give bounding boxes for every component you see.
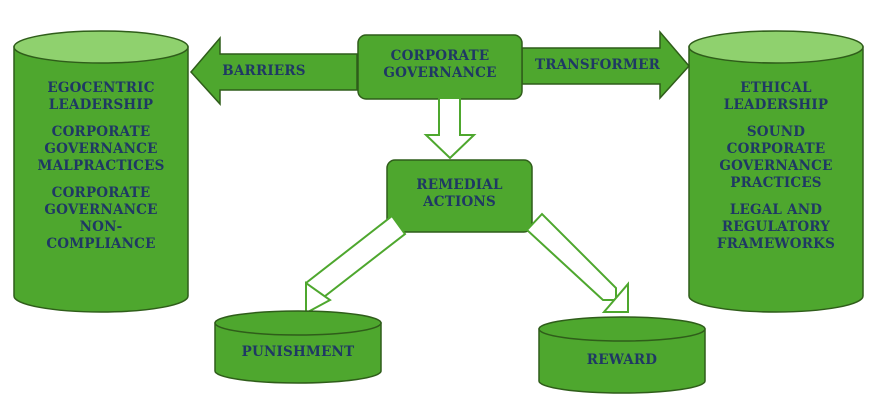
remedial-actions-box	[386, 159, 533, 233]
punishment-cylinder	[214, 310, 382, 384]
remedial-actions-label: REMEDIAL ACTIONS	[416, 177, 503, 210]
barriers-arrow	[190, 35, 358, 106]
ethical-leadership: ETHICAL	[740, 80, 812, 96]
left-cylinder	[13, 30, 189, 313]
left-cylinder-text: EGOCENTRIC LEADERSHIP CORPORATE GOVERNAN…	[14, 80, 188, 253]
cg-non-compliance: CORPORATE	[51, 185, 151, 201]
reward-arrow	[525, 212, 617, 301]
corporate-governance-label: CORPORATE GOVERNANCE	[383, 48, 497, 81]
cg-malpractices: CORPORATE	[51, 124, 151, 140]
punishment-arrow	[305, 214, 407, 301]
sound-cg-practices: SOUND	[746, 124, 806, 140]
barriers-label: BARRIERS	[222, 63, 306, 79]
punishment-arrow-head	[305, 281, 332, 315]
reward-cylinder	[538, 316, 706, 394]
down-arrow	[423, 97, 477, 160]
right-cylinder	[688, 30, 864, 313]
reward-label: REWARD	[586, 352, 658, 368]
legal-regulatory-frameworks: LEGAL AND	[729, 202, 823, 218]
reward-arrow-head	[601, 281, 629, 313]
transformer-label: TRANSFORMER	[534, 57, 661, 73]
punishment-label: PUNISHMENT	[241, 344, 355, 360]
right-cylinder-text: ETHICAL LEADERSHIP SOUND CORPORATE GOVER…	[689, 80, 863, 253]
egocentric-leadership: EGOCENTRIC	[47, 80, 155, 96]
